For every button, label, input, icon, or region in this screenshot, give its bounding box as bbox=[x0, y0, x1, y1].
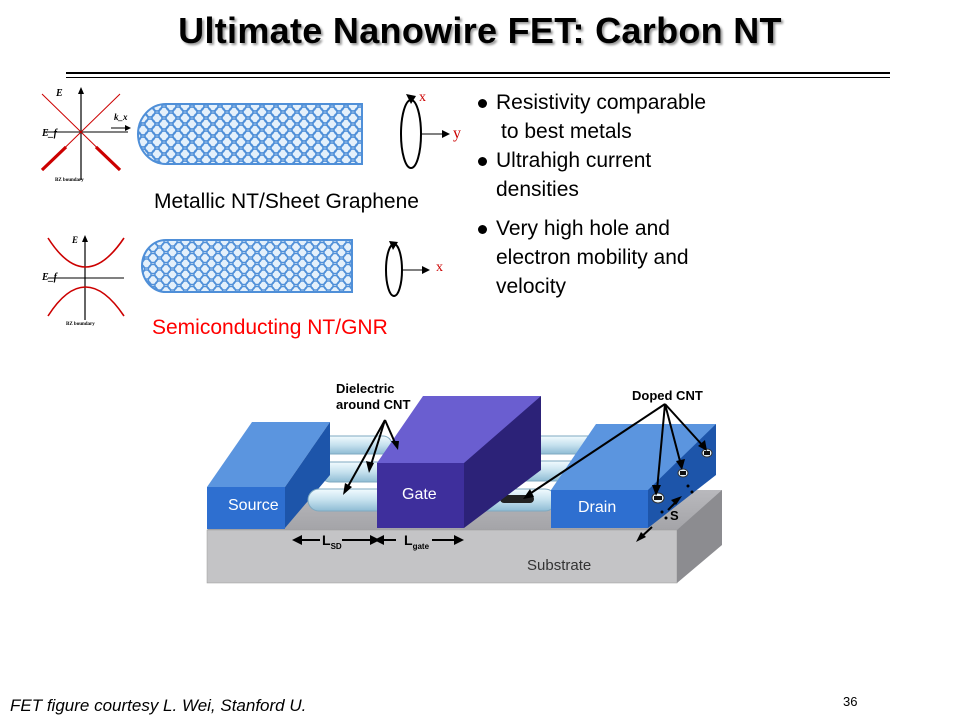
title-rule-thin bbox=[66, 77, 890, 78]
bullet-line: Ultrahigh current bbox=[496, 149, 652, 172]
spacing-s-label: S bbox=[670, 508, 679, 523]
bullet-line: to best metals bbox=[501, 120, 632, 143]
doped-cnt-core bbox=[654, 496, 662, 500]
doped-arrows bbox=[527, 403, 705, 496]
rotation-symbol-metallic bbox=[400, 94, 450, 169]
lsd-label: LSD bbox=[322, 532, 342, 551]
source-side bbox=[285, 422, 330, 528]
nanotube-front-left bbox=[307, 488, 389, 512]
slide-title: Ultimate Nanowire FET: Carbon NT bbox=[178, 10, 782, 51]
metallic-band-diagram bbox=[40, 87, 128, 180]
source-front bbox=[207, 487, 285, 529]
semiconducting-caption: Semiconducting NT/GNR bbox=[152, 316, 388, 339]
bullet-line: densities bbox=[496, 178, 579, 201]
bullet-item: Very high hole and electron mobility and… bbox=[478, 214, 706, 301]
metallic-axis-k: k_x bbox=[114, 112, 128, 122]
source-top bbox=[207, 422, 330, 487]
bullet-item: Resistivity comparable to best metals bbox=[478, 88, 706, 146]
semiconducting-band-diagram bbox=[47, 235, 125, 320]
dielectric-label-line: around CNT bbox=[336, 397, 411, 412]
drain-label: Drain bbox=[578, 499, 617, 516]
substrate-front bbox=[206, 529, 678, 584]
semi-axis-e: E bbox=[72, 235, 79, 245]
bullet-line: Very high hole and bbox=[496, 217, 670, 240]
bullet-line: Resistivity comparable bbox=[496, 91, 707, 114]
metallic-caption: Metallic NT/Sheet Graphene bbox=[154, 190, 419, 213]
slide-number: 36 bbox=[843, 694, 858, 709]
gate-label: Gate bbox=[402, 486, 437, 503]
source-label: Source bbox=[228, 497, 279, 514]
semi-axis-ef: E_f bbox=[42, 272, 57, 283]
gate-front bbox=[377, 463, 464, 528]
substrate-label: Substrate bbox=[527, 557, 592, 574]
bullet-list: Resistivity comparable to best metals Ul… bbox=[478, 88, 706, 301]
metallic-axis-ef: E_f bbox=[42, 128, 57, 139]
bullet-dot-icon bbox=[478, 99, 487, 108]
metallic-nanotube bbox=[137, 103, 363, 165]
dielectric-label: Dielectric around CNT bbox=[336, 381, 410, 413]
metallic-bz-label: BZ boundary bbox=[55, 178, 84, 183]
rotation-y-label: y bbox=[453, 125, 461, 142]
lgate-label: Lgate bbox=[404, 532, 430, 551]
rotation-x-label-semi: x bbox=[436, 260, 443, 275]
doped-cnt-label: Doped CNT bbox=[632, 388, 703, 403]
metallic-axis-e: E bbox=[56, 88, 63, 99]
bullet-item: Ultrahigh current densities bbox=[478, 146, 706, 204]
title-rule-thick bbox=[66, 72, 890, 74]
gate-side bbox=[464, 396, 541, 528]
bullet-line: electron mobility and bbox=[496, 246, 689, 269]
bullet-dot-icon bbox=[478, 225, 487, 234]
figure-credit: FET figure courtesy L. Wei, Stanford U. bbox=[10, 696, 307, 715]
dielectric-arrows bbox=[345, 419, 397, 491]
semiconducting-nanotube bbox=[141, 239, 353, 293]
rotation-symbol-semi bbox=[385, 241, 430, 297]
drain-front bbox=[551, 490, 648, 528]
doped-cnt-core bbox=[680, 471, 686, 475]
bullet-dot-icon bbox=[478, 157, 487, 166]
bullet-line: velocity bbox=[496, 275, 567, 298]
cnt-fet-diagram bbox=[206, 396, 722, 584]
doped-cnt-core bbox=[704, 451, 710, 455]
dielectric-label-line: Dielectric bbox=[336, 381, 395, 396]
rotation-x-label: x bbox=[419, 90, 426, 105]
substrate-side bbox=[677, 490, 722, 583]
semi-bz-label: BZ boundary bbox=[66, 322, 95, 327]
k-arrow bbox=[111, 125, 131, 131]
